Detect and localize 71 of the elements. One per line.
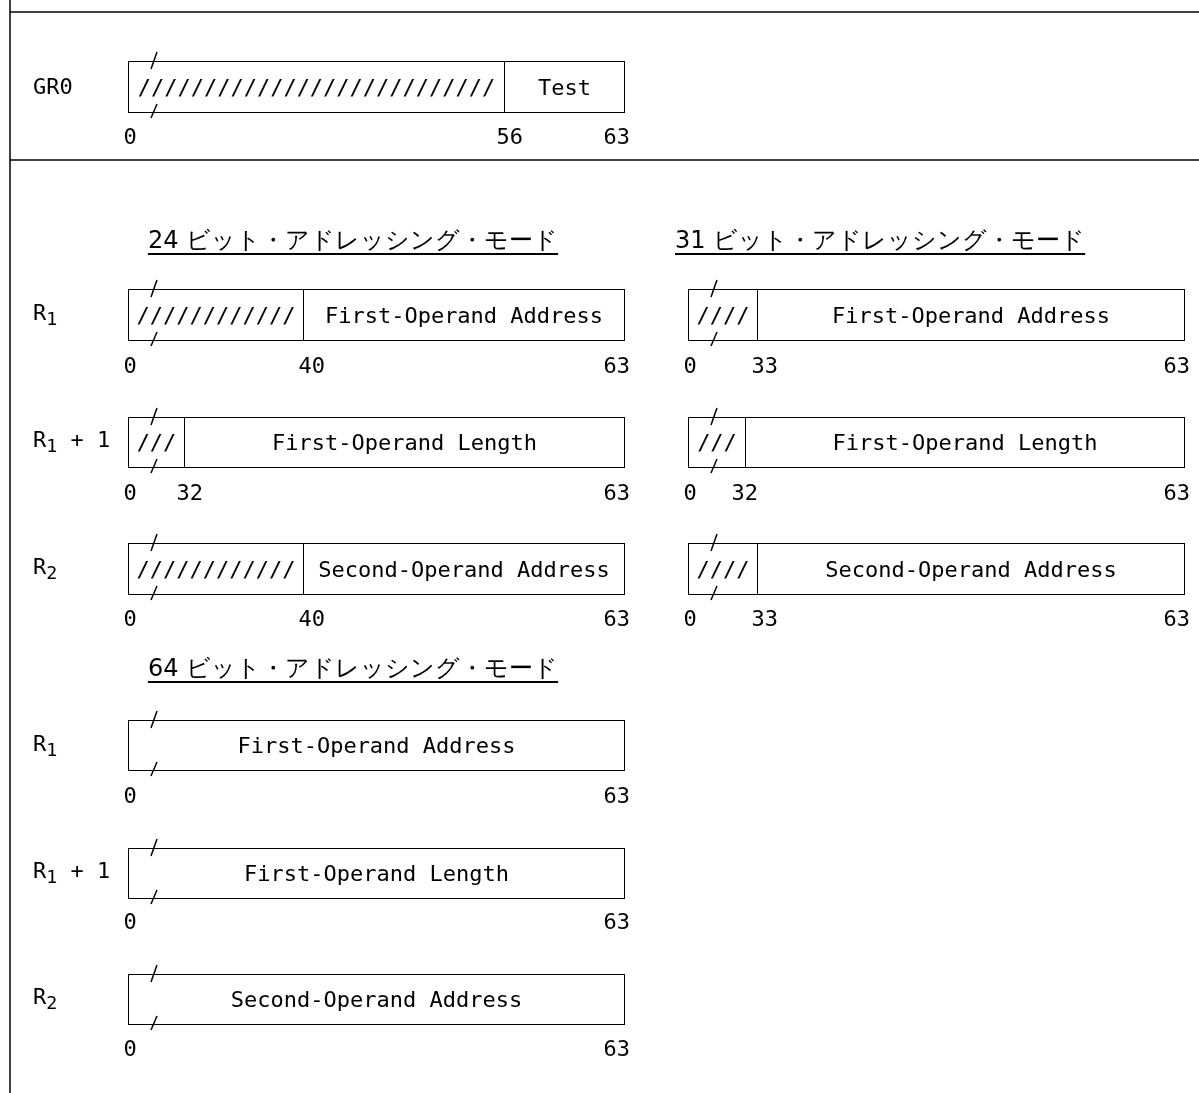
field-name: First-Operand Length <box>832 430 1098 455</box>
bit-number: 40 <box>298 355 325 377</box>
register-name: R$_{1}$ <box>33 301 58 329</box>
hatch-pattern: //// <box>696 302 750 328</box>
bit-number: 63 <box>603 911 630 933</box>
register-field <box>303 289 625 341</box>
register-name: R$_{2}$ <box>33 985 58 1013</box>
bit-number: 63 <box>603 126 630 148</box>
register-field <box>303 543 625 595</box>
bit-number: 0 <box>683 482 697 504</box>
field-name: Second-Operand Address <box>318 556 610 582</box>
register-field <box>504 61 625 113</box>
bit-number: 33 <box>751 608 778 630</box>
bit-number: 63 <box>603 1038 630 1060</box>
bit-number: 0 <box>123 911 137 933</box>
field-name: First-Operand Address <box>324 302 604 328</box>
bit-number: 63 <box>1163 608 1190 630</box>
bit-number: 63 <box>603 355 630 377</box>
register-field <box>688 417 746 468</box>
register-field <box>128 720 625 771</box>
bit-number: 0 <box>123 482 137 504</box>
section-heading: 64 ビット・アドレッシング・モード <box>148 656 559 680</box>
section-heading: 31 ビット・アドレッシング・モード <box>675 228 1086 252</box>
field-name: Second-Operand Address <box>825 556 1117 582</box>
bit-number: 63 <box>603 785 630 807</box>
bit-number: 63 <box>1163 355 1190 377</box>
bit-number: 0 <box>123 785 137 807</box>
field-name: First-Operand Address <box>237 733 516 758</box>
bit-number: 63 <box>1163 482 1190 504</box>
register-name: R$_{1}$ + 1 <box>33 428 111 456</box>
register-name: R$_{2}$ <box>33 555 58 583</box>
hatch-pattern: //////////// <box>136 556 296 582</box>
bit-number: 0 <box>683 355 697 377</box>
register-field <box>128 289 304 341</box>
register-field <box>128 543 304 595</box>
hatch-pattern: /// <box>136 430 177 455</box>
bit-number: 56 <box>496 126 523 148</box>
bit-number: 0 <box>123 1038 137 1060</box>
hatch-pattern: /////////////////////////// <box>137 74 496 100</box>
register-field <box>745 417 1185 468</box>
register-field <box>688 289 758 341</box>
register-field <box>128 417 185 468</box>
bit-number: 40 <box>298 608 325 630</box>
field-name: First-Operand Length <box>244 861 509 886</box>
bit-number: 32 <box>176 482 203 504</box>
bit-number: 63 <box>603 482 630 504</box>
hatch-pattern: //////////// <box>136 302 296 328</box>
section-heading: 24 ビット・アドレッシング・モード <box>148 228 559 252</box>
register-field <box>128 848 625 899</box>
bit-number: 0 <box>123 608 137 630</box>
field-name: First-Operand Address <box>831 302 1111 328</box>
hatch-pattern: /// <box>697 430 737 455</box>
register-field <box>757 543 1185 595</box>
bit-number: 0 <box>123 126 137 148</box>
register-field <box>184 417 625 468</box>
hatch-pattern: //// <box>696 556 750 582</box>
register-field <box>688 543 758 595</box>
field-name: Test <box>538 74 591 100</box>
bit-number: 0 <box>683 608 697 630</box>
bit-number: 32 <box>731 482 758 504</box>
register-field <box>128 61 505 113</box>
field-name: Second-Operand Address <box>230 987 523 1012</box>
register-field <box>128 974 625 1025</box>
register-name: R$_{1}$ <box>33 732 58 760</box>
bit-number: 63 <box>603 608 630 630</box>
register-name: GR0 <box>33 76 73 98</box>
bit-number: 33 <box>751 355 778 377</box>
register-name: R$_{1}$ + 1 <box>33 859 111 887</box>
register-field <box>757 289 1185 341</box>
field-name: First-Operand Length <box>272 430 537 455</box>
bit-number: 0 <box>123 355 137 377</box>
